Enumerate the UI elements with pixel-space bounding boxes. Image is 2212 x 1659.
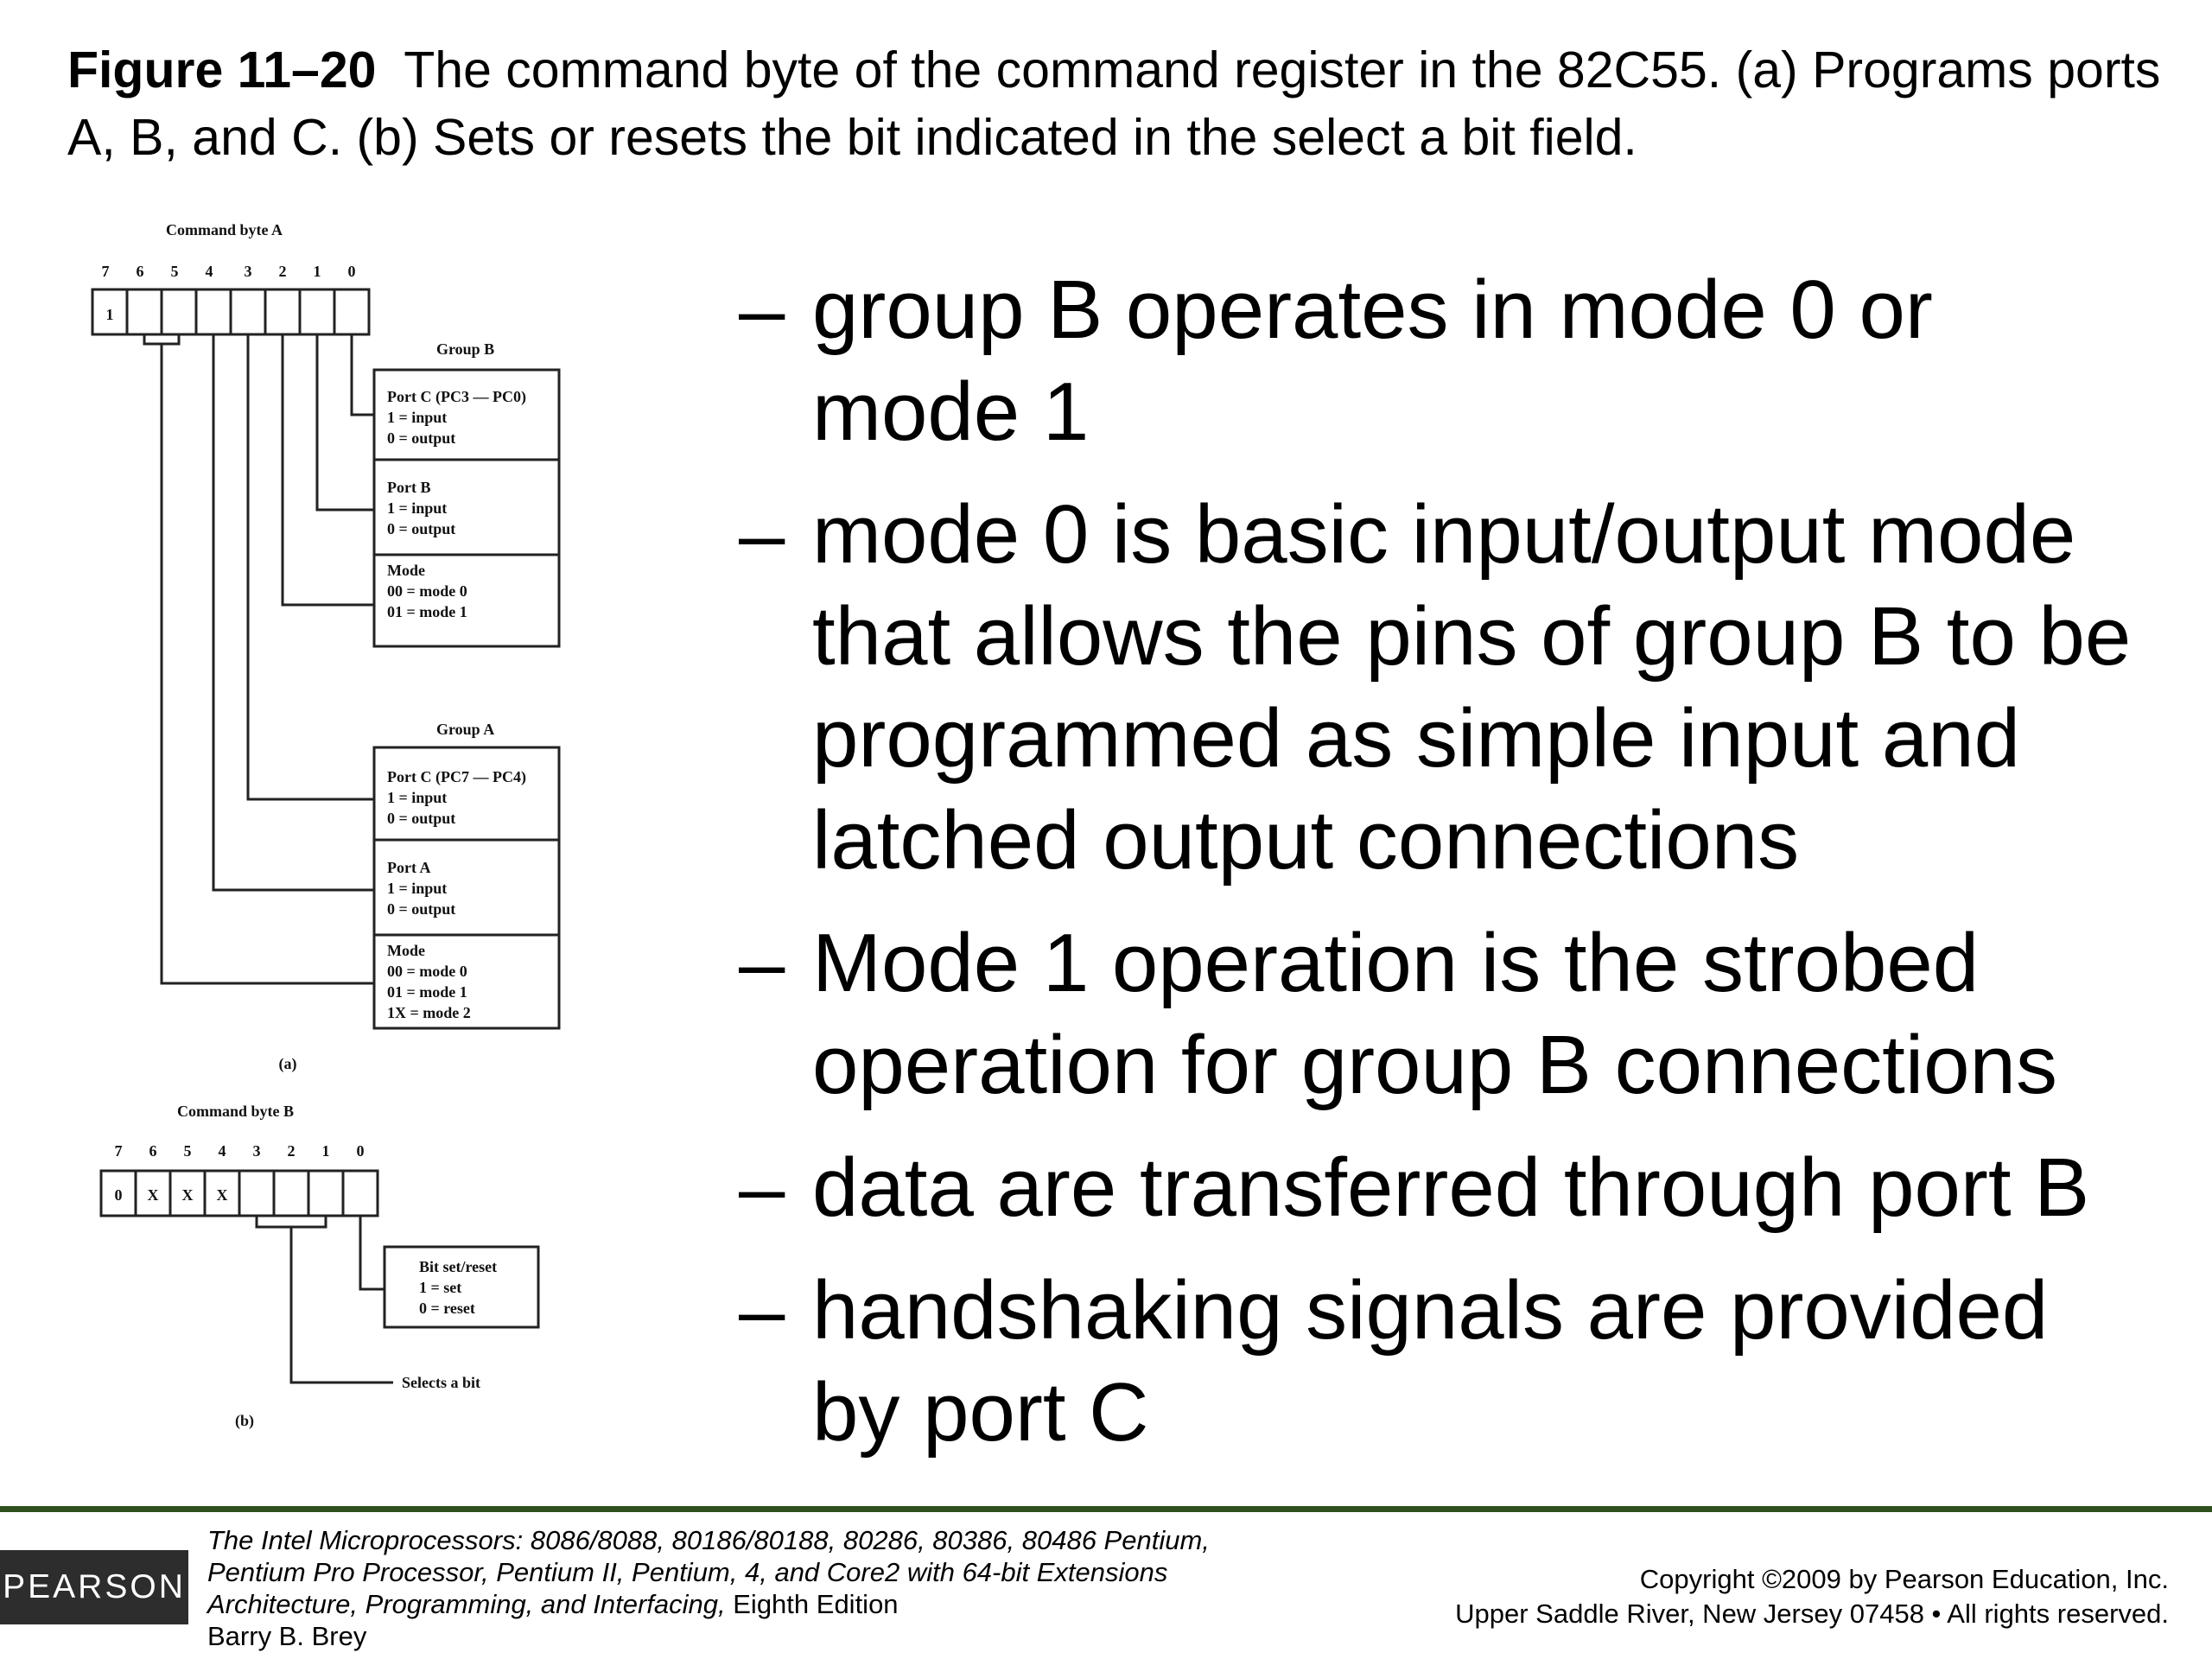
box-line: 1 = set <box>419 1279 461 1296</box>
bullet-text: Mode 1 operation is the strobed operatio… <box>812 917 2057 1111</box>
bullet-item: –mode 0 is basic input/output mode that … <box>739 484 2156 892</box>
box-title: Mode <box>387 562 425 579</box>
bit7-value: 1 <box>106 306 114 323</box>
bit-number: 4 <box>206 263 213 280</box>
bullet-dash: – <box>739 264 785 356</box>
caption-text: The command byte of the command register… <box>67 41 2161 166</box>
book-line2: Pentium Pro Processor, Pentium II, Penti… <box>207 1557 1168 1587</box>
bullet-text: group B operates in mode 0 or mode 1 <box>812 264 1933 458</box>
copyright-line2: Upper Saddle River, New Jersey 07458 • A… <box>1455 1599 2169 1629</box>
book-author: Barry B. Brey <box>207 1621 367 1651</box>
figure-label: Figure 11–20 <box>67 41 377 99</box>
bit-number: 2 <box>288 1142 296 1160</box>
bullet-item: –Mode 1 operation is the strobed operati… <box>739 912 2156 1116</box>
bullet-dash: – <box>739 1141 785 1234</box>
box-line: 0 = reset <box>419 1300 475 1317</box>
box-line: 1X = mode 2 <box>387 1004 471 1021</box>
box-title: Port C (PC7 — PC4) <box>387 768 526 786</box>
sublabel-a: (a) <box>279 1055 297 1073</box>
book-title: The Intel Microprocessors: <box>207 1525 524 1555</box>
box-line: 1 = input <box>387 499 447 517</box>
bit-number: 4 <box>219 1142 226 1160</box>
box-line: 0 = output <box>387 810 455 827</box>
bit-number: 5 <box>171 263 179 280</box>
footer-divider <box>0 1506 2212 1512</box>
group-a-box <box>372 746 561 1030</box>
cell-value: X <box>148 1186 159 1204</box>
bit-number: 0 <box>357 1142 365 1160</box>
book-line3: Architecture, Programming, and Interfaci… <box>207 1589 726 1619</box>
book-line1: 8086/8088, 80186/80188, 80286, 80386, 80… <box>530 1525 1210 1555</box>
bullet-item: –data are transferred through port B <box>739 1137 2156 1239</box>
bullet-dash: – <box>739 1264 785 1357</box>
cell-value: 0 <box>115 1186 123 1204</box>
command-byte-a-title: Command byte A <box>166 221 283 238</box>
box-title: Port B <box>387 479 430 496</box>
bit-number: 0 <box>348 263 356 280</box>
group-b-box <box>372 368 561 648</box>
cell-value: X <box>182 1186 194 1204</box>
bullet-item: –group B operates in mode 0 or mode 1 <box>739 259 2156 463</box>
bit-number: 3 <box>245 263 252 280</box>
box-title: Port C (PC3 — PC0) <box>387 388 526 406</box>
bit-set-reset-box <box>383 1245 540 1329</box>
box-line: 00 = mode 0 <box>387 963 467 980</box>
copyright: Copyright ©2009 by Pearson Education, In… <box>1455 1562 2169 1631</box>
cell-value: X <box>217 1186 228 1204</box>
bit-number: 6 <box>137 263 144 280</box>
bit-number: 3 <box>253 1142 261 1160</box>
pearson-logo: PEARSON <box>0 1550 188 1624</box>
box-line: 01 = mode 1 <box>387 983 467 1001</box>
bullet-dash: – <box>739 917 785 1009</box>
box-title: Mode <box>387 942 425 959</box>
bit-number: 6 <box>149 1142 157 1160</box>
copyright-line1: Copyright ©2009 by Pearson Education, In… <box>1639 1564 2169 1594</box>
box-line: 0 = output <box>387 520 455 537</box>
group-b-label: Group B <box>436 340 494 358</box>
sublabel-b: (b) <box>235 1412 254 1430</box>
selects-a-bit-label: Selects a bit <box>402 1374 480 1391</box>
box-line: 1 = input <box>387 409 447 426</box>
box-line: 1 = input <box>387 789 447 806</box>
bullet-item: –handshaking signals are provided by por… <box>739 1260 2156 1464</box>
bit-number: 2 <box>279 263 287 280</box>
box-line: 00 = mode 0 <box>387 582 467 600</box>
box-line: 1 = input <box>387 880 447 897</box>
bit-number: 5 <box>184 1142 192 1160</box>
group-a-label: Group A <box>436 721 494 738</box>
bit-number: 1 <box>322 1142 330 1160</box>
box-line: 01 = mode 1 <box>387 603 467 620</box>
bullet-text: data are transferred through port B <box>812 1141 2090 1234</box>
bullet-list: –group B operates in mode 0 or mode 1 –m… <box>739 259 2156 1484</box>
bit-number: 7 <box>102 263 110 280</box>
figure-caption: Figure 11–20 The command byte of the com… <box>67 36 2176 171</box>
bullet-text: mode 0 is basic input/output mode that a… <box>812 488 2132 887</box>
book-edition: Eighth Edition <box>733 1589 899 1619</box>
bullet-dash: – <box>739 488 785 581</box>
box-line: 0 = output <box>387 900 455 918</box>
bit-number: 7 <box>115 1142 123 1160</box>
box-title: Port A <box>387 859 430 876</box>
box-line: 0 = output <box>387 429 455 447</box>
box-title: Bit set/reset <box>419 1258 497 1275</box>
book-info: The Intel Microprocessors: 8086/8088, 80… <box>207 1524 1210 1652</box>
command-byte-b-title: Command byte B <box>177 1103 294 1120</box>
bit-number: 1 <box>314 263 321 280</box>
bullet-text: handshaking signals are provided by port… <box>812 1264 2049 1459</box>
